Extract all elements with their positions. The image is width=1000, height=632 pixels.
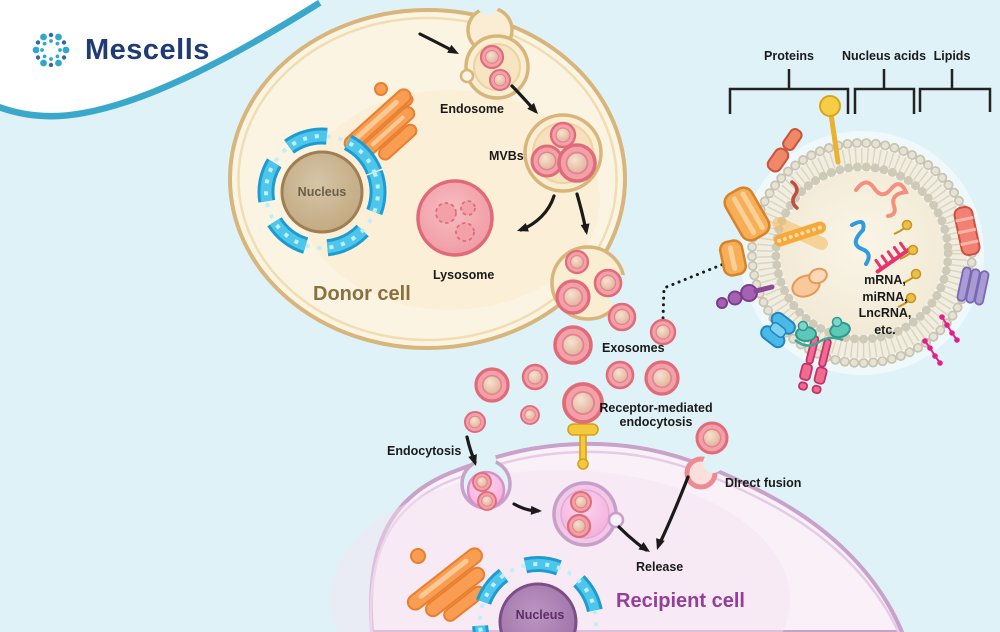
legend-brackets	[728, 69, 992, 114]
exosome	[593, 268, 623, 298]
exosome	[644, 360, 680, 396]
mescells-logo-icon	[32, 32, 70, 68]
donor-cell-membrane	[228, 8, 627, 350]
exosome	[474, 367, 510, 403]
mirna-duplex	[874, 241, 913, 274]
ribosomes	[794, 316, 851, 347]
golgi-recipient	[406, 547, 486, 622]
donor-cell-title: Donor cell	[313, 283, 411, 305]
pink-integrin-receptor	[798, 335, 832, 395]
exosome	[464, 411, 486, 433]
protein-blob	[791, 267, 828, 298]
receptor-mediated-endocytosis-label: Receptor-mediated endocytosis	[599, 401, 713, 430]
endosome-label: Endosome	[440, 102, 504, 116]
mvbs-label: MVBs	[489, 149, 524, 163]
small-lipid-heads	[901, 219, 922, 304]
release-label: Release	[636, 560, 684, 574]
legend-proteins-label: Proteins	[763, 49, 815, 63]
salmon-receptor-protein	[766, 128, 803, 210]
legend-lipids-label: Lipids	[933, 49, 971, 63]
endocytosis-label: Endocytosis	[387, 444, 462, 458]
barrel-protein	[718, 186, 771, 277]
lipid-raft-block	[953, 205, 981, 257]
exosome-on-receptor	[562, 382, 604, 424]
exosomes-label: Exosomes	[602, 341, 665, 355]
nucleus-donor	[280, 150, 364, 234]
lipid-tails	[757, 148, 967, 358]
glycan-chains	[922, 314, 960, 366]
white-header-swoosh	[0, 0, 322, 120]
golgi-donor	[343, 82, 418, 161]
exosome	[605, 360, 635, 390]
exosome	[607, 302, 637, 332]
exosome-structure-detail	[716, 95, 990, 395]
direct-fusion-site	[684, 453, 723, 490]
exosome	[520, 405, 540, 425]
donor-arrowheads	[447, 44, 590, 235]
direct-fusion-label: DIrect fusion	[725, 476, 802, 490]
brand-logo: Mescells	[28, 27, 210, 73]
recipient-nucleus-label: Nucleus	[515, 607, 565, 622]
purple-channel-protein	[956, 266, 990, 306]
brand-name: Mescells	[85, 33, 210, 66]
protein-crystals	[772, 217, 829, 250]
donor-nucleus-label: Nucleus	[297, 184, 347, 199]
lncrna-strand	[850, 219, 871, 266]
recipient-cell	[330, 435, 905, 632]
exosome-cargo-label: mRNA, miRNA, LncRNA, etc.	[858, 273, 912, 337]
recipient-endosome	[552, 481, 625, 547]
nucleus-recipient	[498, 582, 578, 632]
lipid-bilayer-inner-beads	[771, 162, 953, 344]
legend-nucleus-acids-label: Nucleus acids	[841, 49, 927, 63]
lysosome-vesicle	[416, 179, 494, 257]
mvb-vesicle	[523, 113, 603, 193]
blue-channel-protein	[760, 311, 796, 349]
yellow-receptor-protein	[819, 95, 841, 165]
exosome	[553, 325, 593, 365]
endosome-vesicle	[459, 34, 530, 100]
membrane-receptor-yellow	[567, 413, 599, 470]
recipient-cell-title: Recipient cell	[616, 590, 745, 612]
endocytosis-pit	[460, 450, 512, 511]
er-donor	[257, 127, 387, 257]
er-recipient	[472, 556, 604, 632]
recipient-arrowheads	[468, 454, 665, 552]
exosome	[521, 363, 549, 391]
donor-cell	[228, 0, 639, 350]
flagellin-protein	[716, 284, 775, 309]
mrna-strand	[854, 180, 909, 218]
lysosome-label: Lysosome	[433, 268, 495, 282]
